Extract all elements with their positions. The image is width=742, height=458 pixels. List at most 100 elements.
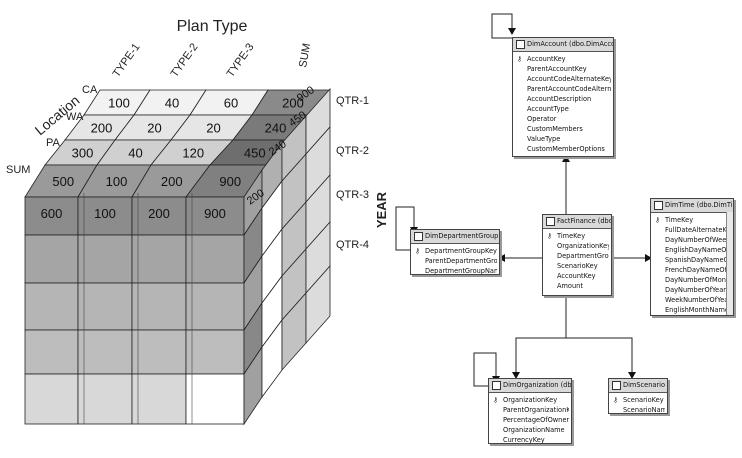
primary-key-icon: ⚷	[517, 55, 523, 63]
column-name: EnglishDayNameOfWeek	[665, 246, 731, 254]
top-face-value: 40	[128, 146, 142, 161]
top-face-value: 20	[206, 121, 220, 136]
table-column[interactable]: ⚷AccountKey	[513, 54, 611, 64]
table-column[interactable]: FullDateAlternateKey	[651, 225, 731, 235]
table-column[interactable]: ParentDepartmentGroupKey	[411, 256, 497, 266]
top-face-value: 300	[72, 146, 94, 161]
table-column[interactable]: DepartmentGroupName	[411, 266, 497, 276]
table-column[interactable]: PercentageOfOwnership	[489, 415, 569, 425]
table-icon	[612, 381, 621, 390]
table-icon	[516, 40, 525, 49]
column-list: ⚷TimeKeyOrganizationKeyDepartmentGroupKe…	[543, 229, 611, 294]
table-icon	[546, 217, 555, 226]
table-column[interactable]: AccountCodeAlternateKey	[513, 74, 611, 84]
column-name: DepartmentGroupKey	[425, 247, 497, 255]
table-column[interactable]: DayNumberOfMonth	[651, 275, 731, 285]
table-column[interactable]: ⚷TimeKey	[651, 215, 731, 225]
top-face-value: 240	[265, 121, 287, 136]
table-column[interactable]: ⚷TimeKey	[543, 231, 609, 241]
table-column[interactable]: AccountType	[513, 104, 611, 114]
table-column[interactable]: OrganizationKey	[543, 241, 609, 251]
front-face-cell	[24, 282, 79, 331]
column-name: AccountKey	[557, 272, 596, 280]
table-factfinance[interactable]: FactFinance (dbo.Fa... ⚷TimeKeyOrganizat…	[542, 214, 612, 296]
table-dimdepartmentgroup[interactable]: DimDepartmentGroup (dbo... ⚷DepartmentGr…	[410, 229, 500, 275]
table-column[interactable]: ScenarioKey	[543, 261, 609, 271]
table-column[interactable]: Amount	[543, 281, 609, 291]
table-column[interactable]: CustomMembers	[513, 124, 611, 134]
table-header: DimTime (dbo.DimTime)	[651, 199, 733, 213]
table-dimtime[interactable]: DimTime (dbo.DimTime) ⚷TimeKeyFullDateAl…	[650, 198, 734, 316]
arrow-head-department	[498, 254, 505, 262]
column-name: DayNumberOfMonth	[665, 276, 731, 284]
table-column[interactable]: DepartmentGroupKey	[543, 251, 609, 261]
table-column[interactable]: ⚷DepartmentGroupKey	[411, 246, 497, 256]
table-column[interactable]: CurrencyKey	[489, 435, 569, 445]
front-face-cell	[185, 196, 245, 236]
arrow-head-scenario	[628, 372, 636, 379]
column-name: ValueType	[527, 135, 561, 143]
quarter-label: QTR-1	[336, 95, 369, 107]
table-column[interactable]: SpanishDayNameOfWeek	[651, 255, 731, 265]
front-face-cell	[131, 282, 187, 331]
front-face-cell	[131, 234, 187, 284]
table-column[interactable]: ParentAccountKey	[513, 64, 611, 74]
column-name: TimeKey	[665, 216, 694, 224]
primary-key-icon: ⚷	[547, 232, 553, 240]
top-face-value: 200	[91, 121, 113, 136]
location-header: SUM	[6, 164, 30, 176]
front-face-value: 200	[148, 206, 170, 221]
table-column[interactable]: ScenarioName	[609, 405, 665, 415]
column-name: DepartmentGroupKey	[557, 252, 609, 260]
table-column[interactable]: DayNumberOfWeek	[651, 235, 731, 245]
table-header: DimScenario (d...	[609, 379, 667, 393]
front-face-value: 900	[204, 206, 226, 221]
arrow-head-time	[645, 254, 652, 262]
column-name: ScenarioKey	[557, 262, 598, 270]
self-reference-line-dimaccount	[491, 13, 513, 39]
column-name: OrganizationKey	[503, 396, 558, 404]
front-face-cell	[24, 373, 79, 425]
column-list: ⚷OrganizationKeyParentOrganizationKeyPer…	[489, 393, 571, 448]
front-face-value: 600	[41, 206, 63, 221]
table-header: FactFinance (dbo.Fa...	[543, 215, 611, 229]
front-face-value: 100	[94, 206, 116, 221]
column-name: ScenarioKey	[623, 396, 664, 404]
column-name: AccountDescription	[527, 95, 592, 103]
table-column[interactable]: ⚷OrganizationKey	[489, 395, 569, 405]
table-column[interactable]: DayNumberOfYear	[651, 285, 731, 295]
column-name: WeekNumberOfYear	[665, 296, 731, 304]
table-column[interactable]: OrganizationName	[489, 425, 569, 435]
table-column[interactable]: WeekNumberOfYear	[651, 295, 731, 305]
top-face-value: 20	[147, 121, 161, 136]
table-column[interactable]: ValueType	[513, 134, 611, 144]
table-column[interactable]: FrenchDayNameOfWeek	[651, 265, 731, 275]
location-header: CA	[82, 84, 98, 96]
table-column[interactable]: ParentOrganizationKey	[489, 405, 569, 415]
year-label: YEAR	[374, 191, 389, 228]
table-column[interactable]: ParentAccountCodeAlternateKey	[513, 84, 611, 94]
table-column[interactable]: AccountKey	[543, 271, 609, 281]
table-column[interactable]: AccountDescription	[513, 94, 611, 104]
cube-grid-lines	[83, 193, 193, 424]
arrow-head-dimaccount-self	[508, 28, 516, 35]
table-column[interactable]: CustomMemberOptions	[513, 144, 611, 154]
plan-type-label: Plan Type	[177, 18, 248, 35]
front-face-cell	[131, 329, 187, 375]
table-dimorganization[interactable]: DimOrganization (dbo.Di... ⚷Organization…	[488, 378, 572, 444]
quarter-label: QTR-2	[336, 145, 369, 157]
table-dimscenario[interactable]: DimScenario (d... ⚷ ScenarioKeyScenarioNa…	[608, 378, 668, 414]
table-column[interactable]: Operator	[513, 114, 611, 124]
primary-key-icon: ⚷	[613, 396, 619, 404]
column-name: OrganizationKey	[557, 242, 609, 250]
table-column[interactable]: ⚷ ScenarioKey	[609, 395, 665, 405]
table-scrollbar[interactable]	[726, 212, 733, 315]
relation-line-fact-scenario	[566, 337, 633, 375]
table-column[interactable]: EnglishDayNameOfWeek	[651, 245, 731, 255]
top-face-value: 60	[224, 96, 238, 111]
quarter-label: QTR-3	[336, 189, 369, 201]
table-dimaccount[interactable]: DimAccount (dbo.DimAccount) ⚷AccountKeyP…	[512, 37, 614, 157]
table-column[interactable]: EnglishMonthName	[651, 305, 731, 315]
